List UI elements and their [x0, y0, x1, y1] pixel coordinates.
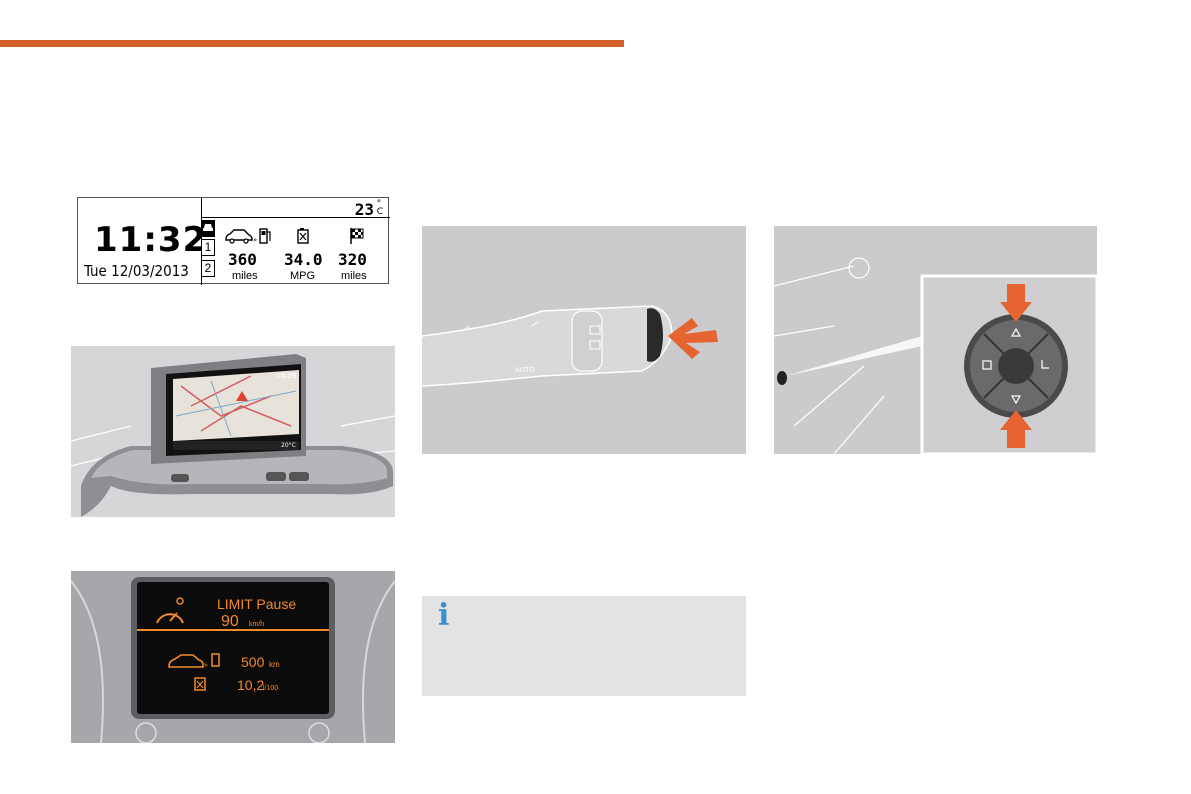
speed-unit: km/h	[249, 621, 264, 628]
distance-remaining-unit: miles	[341, 270, 367, 282]
press-arrow-icon	[668, 318, 718, 359]
header-accent-bar	[0, 40, 624, 47]
range-unit: miles	[232, 270, 258, 282]
svg-text:»: »	[253, 236, 257, 244]
fuel-can-icon	[194, 677, 206, 691]
consumption-value: 10,2	[237, 677, 264, 693]
press-up-arrow-icon	[1000, 284, 1032, 322]
steering-stalk-photo: AUTO	[422, 226, 746, 454]
tab-trip-2: 2	[201, 260, 215, 277]
consumption-value: 34.0	[284, 250, 323, 269]
nav-clock: 14:28	[276, 372, 296, 380]
nav-temp: 20°C	[281, 442, 296, 449]
car-icon	[203, 224, 213, 231]
display-divider-horizontal	[201, 217, 390, 218]
info-icon: i	[438, 598, 450, 633]
range-value: 360	[228, 250, 257, 269]
clock-date: Tue 12/03/2013	[84, 262, 189, 280]
range-unit: km	[269, 660, 280, 669]
outside-temperature: 23	[354, 200, 374, 219]
limit-label: LIMIT Pause	[217, 596, 296, 612]
checkered-flag-icon	[350, 228, 364, 244]
navigation-screen-photo: 14:28 20°C	[71, 346, 395, 517]
consumption-unit: l/100	[263, 685, 278, 692]
speed-value: 90	[221, 613, 239, 630]
fuel-can-icon	[297, 228, 309, 244]
speed-limit-icon	[156, 597, 184, 624]
tab-instant	[201, 220, 215, 237]
consumption-unit: MPG	[290, 270, 316, 282]
trip-computer-display: 11:32 Tue 12/03/2013 23 °C 1 2 » 360 mil…	[77, 197, 390, 285]
range-value: 500	[241, 654, 265, 670]
tab-trip-1: 1	[201, 239, 215, 256]
steering-wheel-control-photo	[774, 226, 1097, 454]
car-to-pump-icon: »	[225, 228, 271, 244]
info-note-box: i	[422, 596, 746, 696]
car-to-pump-icon: »	[168, 653, 220, 669]
clock-time: 11:32	[94, 220, 208, 260]
distance-remaining-value: 320	[338, 250, 367, 269]
instrument-panel-photo: LIMIT Pause 90 km/h » 500 km 10,2 l/100	[71, 571, 395, 743]
temperature-unit: °C	[376, 199, 383, 217]
svg-text:»: »	[204, 662, 208, 669]
press-down-arrow-icon	[1000, 410, 1032, 448]
stalk-auto-label: AUTO	[515, 366, 535, 374]
